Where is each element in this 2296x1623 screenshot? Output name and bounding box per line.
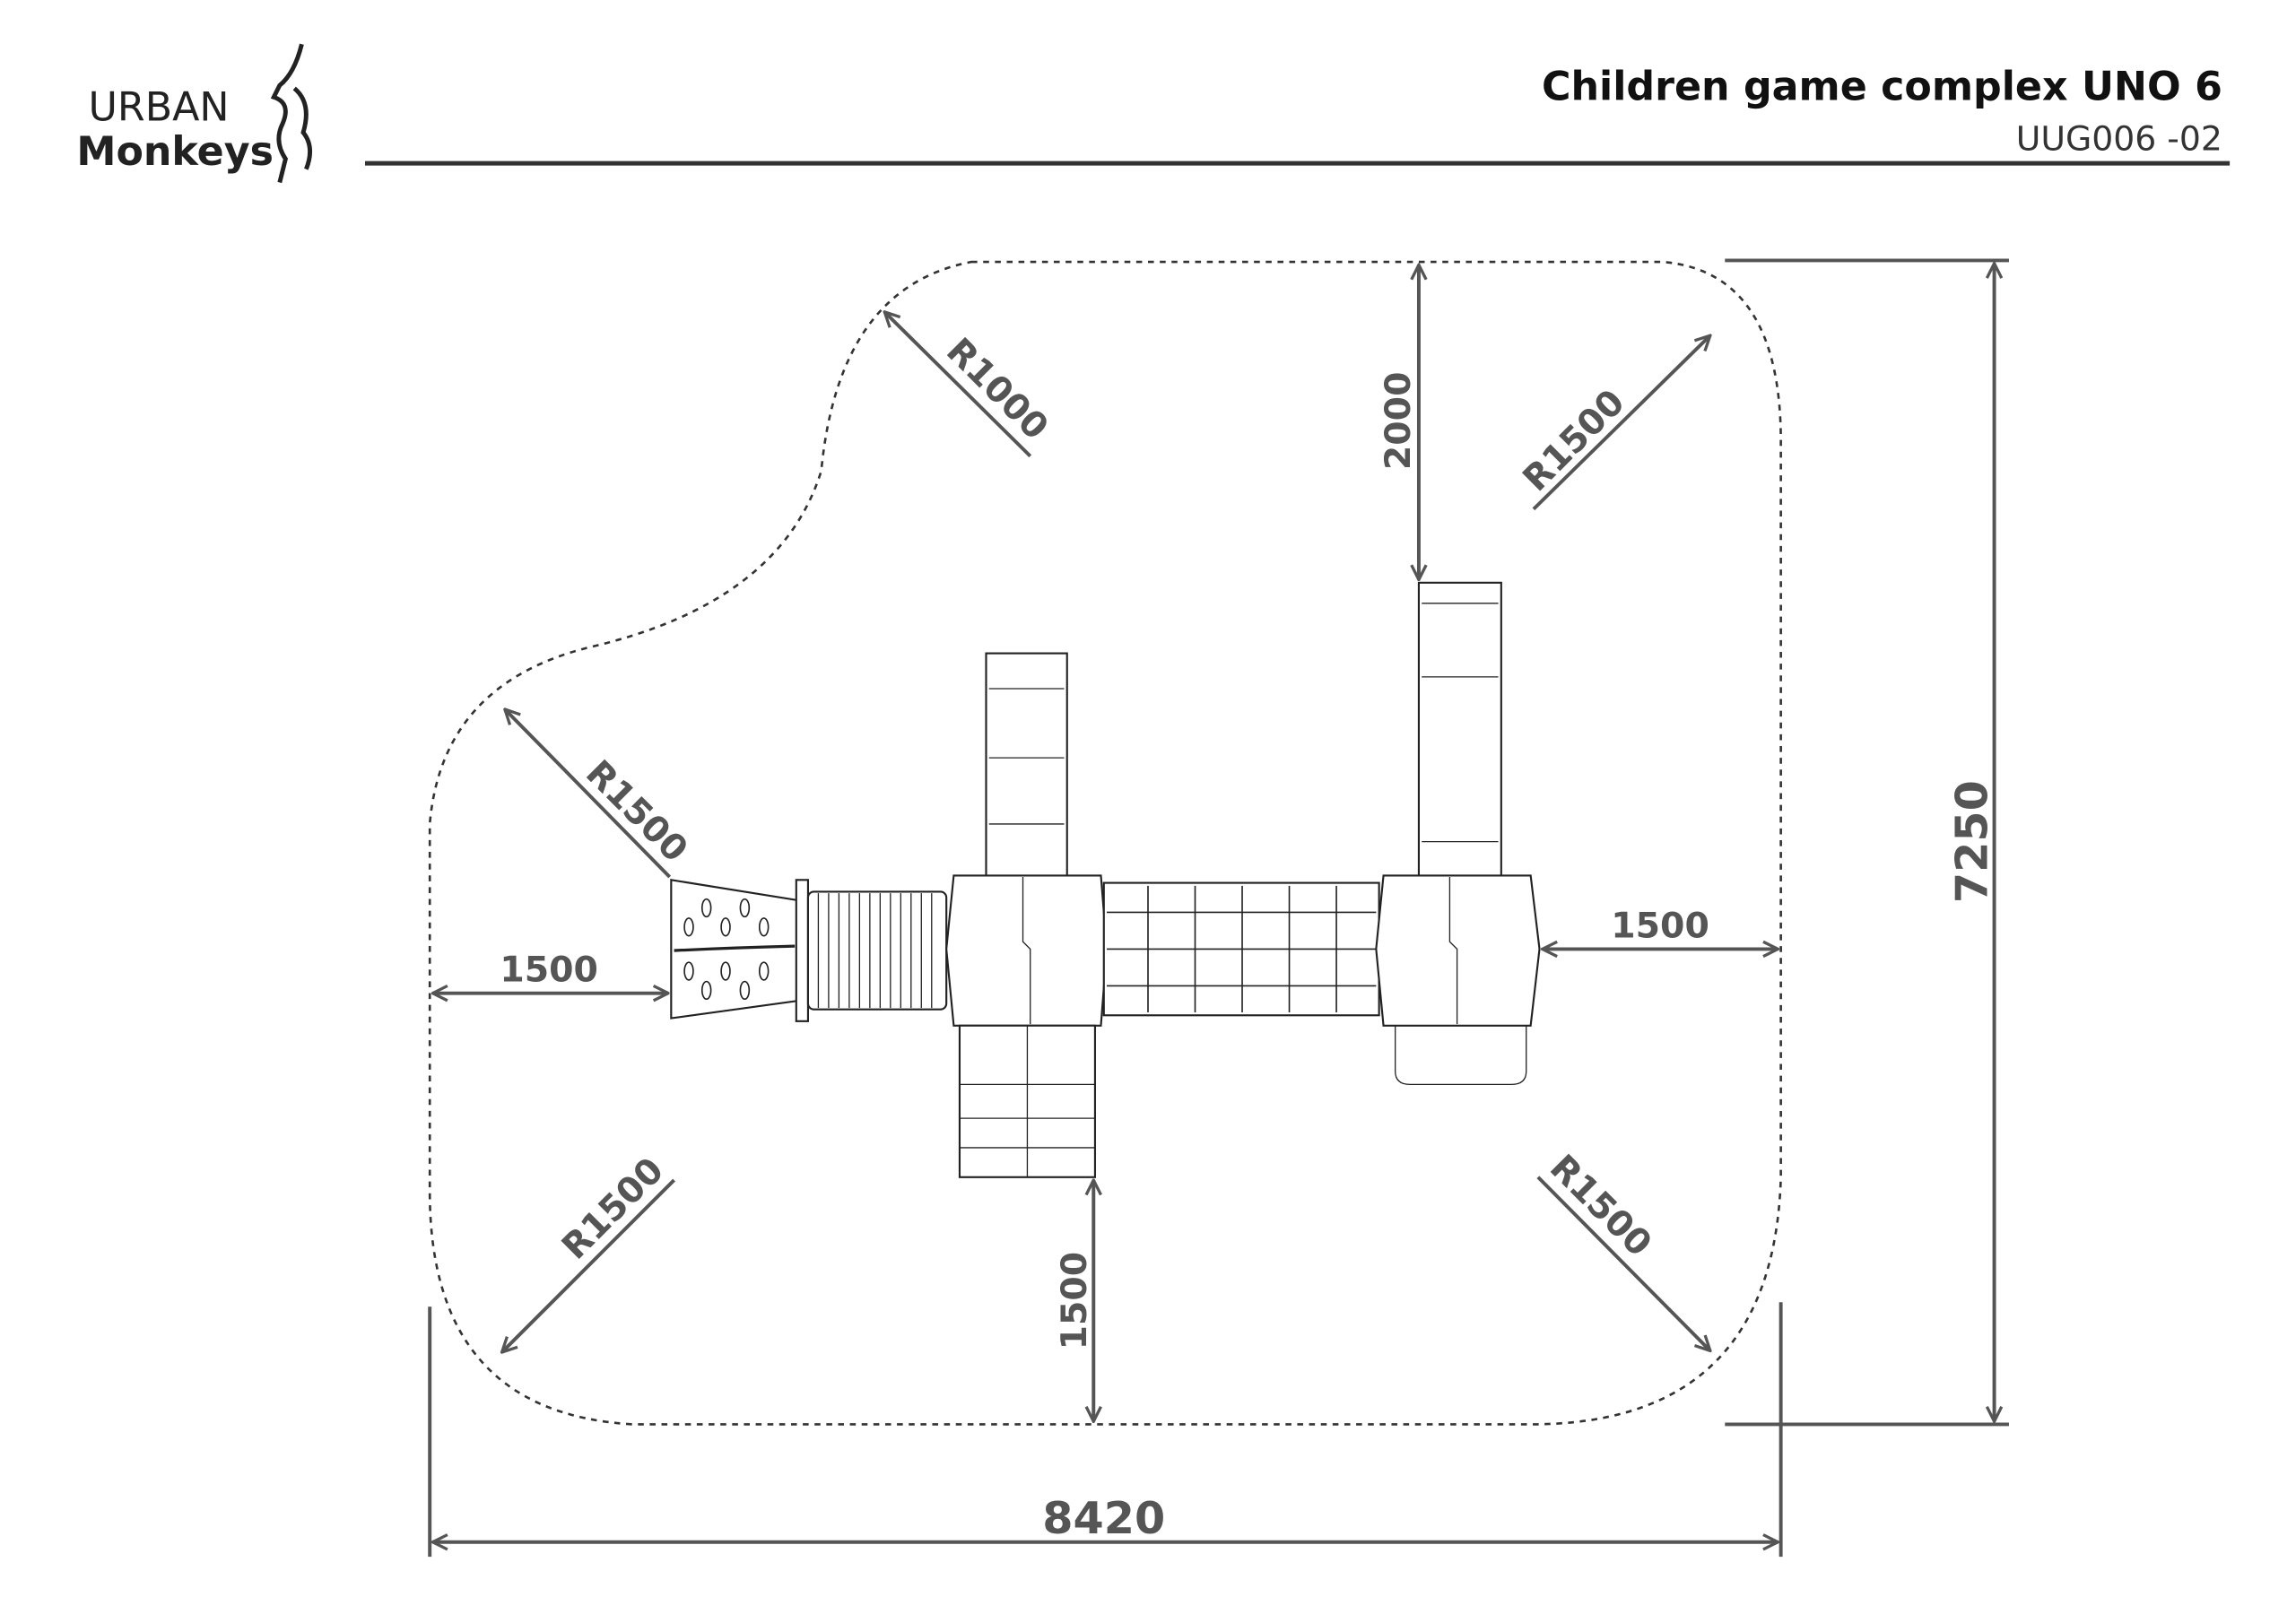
logo-text-monkeys: Monkeys (76, 129, 274, 175)
dimension-left-clearance: 1500 (500, 950, 598, 991)
monkey-icon (270, 43, 312, 184)
radius-mid-left: R1500 (578, 752, 695, 870)
left-slide (985, 652, 1068, 879)
radius-bottom-left: R1500 (554, 1150, 672, 1267)
page-title: Children game complex UNO 6 (1542, 65, 2222, 110)
right-tower-platform (1375, 874, 1541, 1086)
radius-top-right: R1500 (1515, 382, 1632, 499)
tunnel (806, 890, 948, 1011)
product-code: UUG006 -02 (2016, 118, 2222, 158)
equipment (670, 581, 1541, 1178)
logo: URBAN Monkeys (76, 43, 312, 184)
right-slide (1417, 581, 1502, 879)
dimension-overall-depth: 7250 (1945, 780, 1997, 903)
left-tower-platform (945, 874, 1109, 1027)
net-bridge (1102, 881, 1380, 1017)
dimension-top-clearance: 2000 (1378, 372, 1419, 471)
dimension-bottom-clearance: 1500 (1054, 1252, 1095, 1350)
radius-top-left: R1000 (938, 330, 1056, 447)
safety-zone-boundary (428, 260, 1782, 1426)
dimension-overall-width: 8420 (1042, 1492, 1165, 1544)
ladder (958, 1024, 1096, 1178)
dimension-right-clearance: 1500 (1611, 905, 1709, 946)
radius-bottom-right: R1500 (1542, 1147, 1659, 1264)
climbing-wall (670, 879, 810, 1022)
logo-text-urban: URBAN (88, 85, 229, 131)
